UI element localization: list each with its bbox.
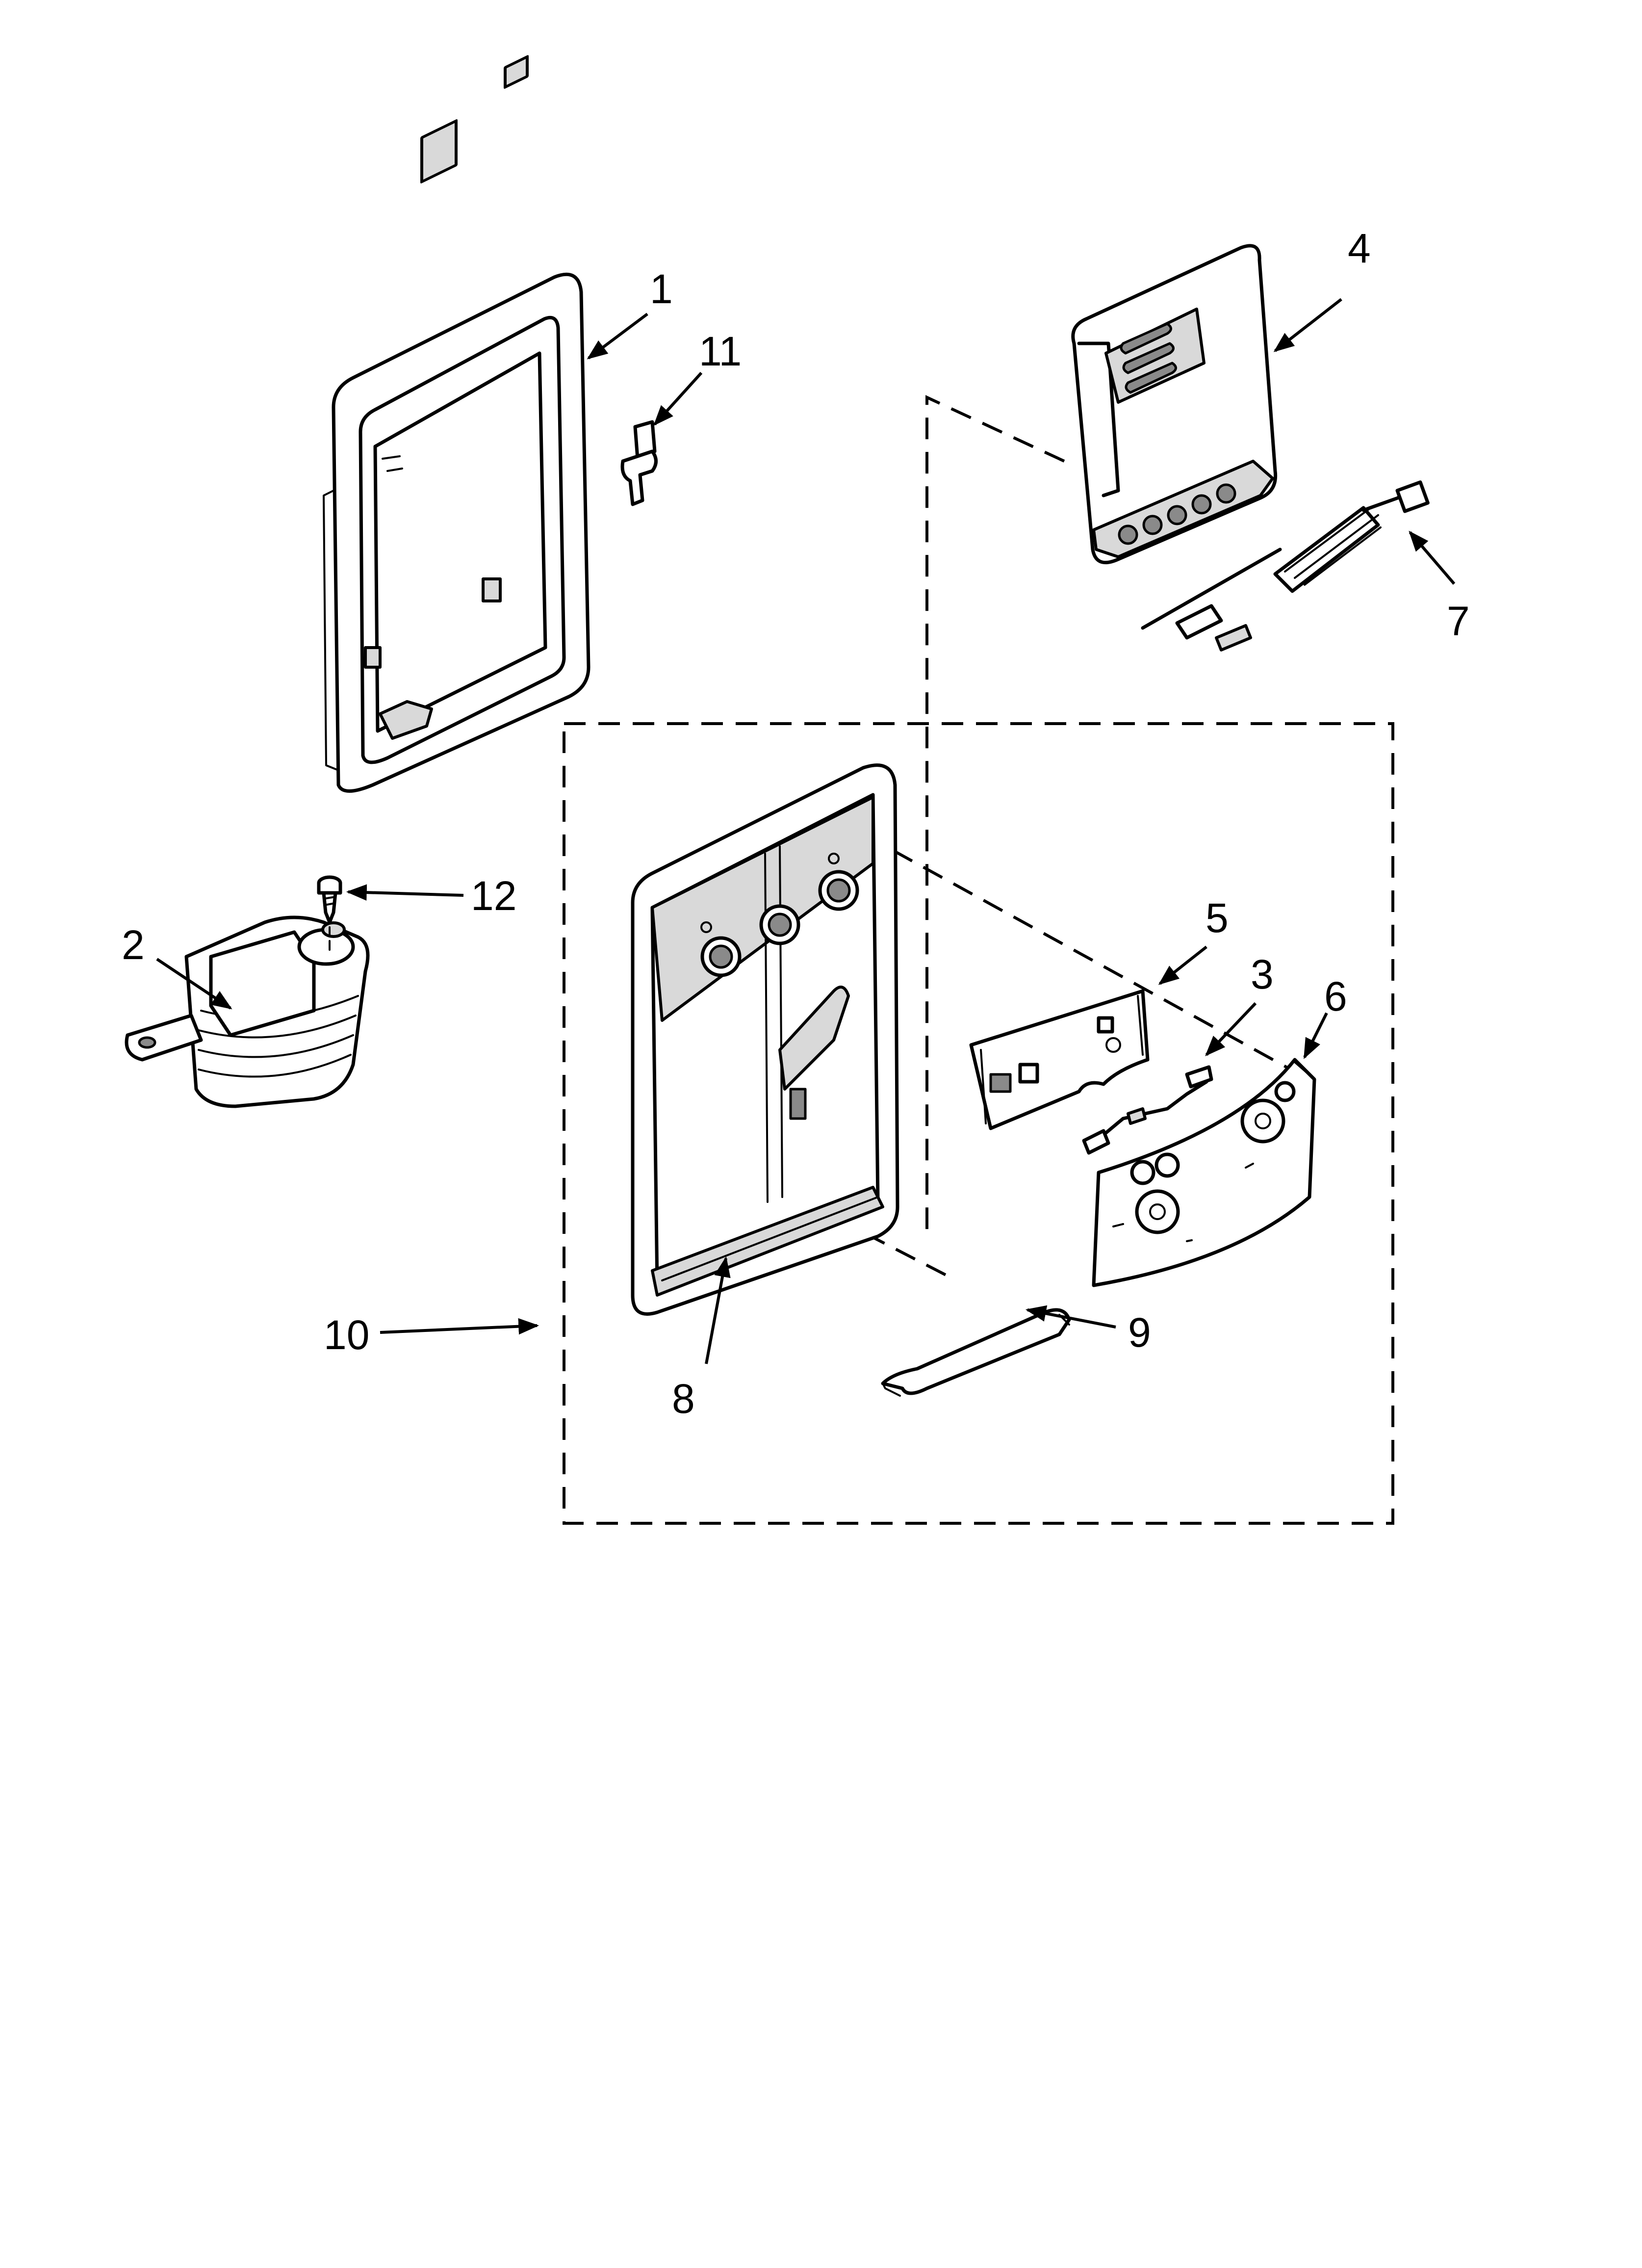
alignment-line-4 xyxy=(925,395,1065,1236)
callout-11: 11 xyxy=(699,328,742,374)
part-7-wire-harness xyxy=(1141,480,1430,652)
leader-lines xyxy=(156,298,1456,1364)
part-6-control-panel xyxy=(1092,1058,1316,1287)
part-4-dispenser-cover xyxy=(1071,244,1278,565)
callout-labels: 1 11 4 7 12 2 5 3 6 9 8 10 xyxy=(122,225,1470,1422)
callout-5: 5 xyxy=(1206,895,1229,941)
callout-7: 7 xyxy=(1447,598,1470,644)
callout-3: 3 xyxy=(1251,951,1274,997)
callout-1: 1 xyxy=(650,266,673,312)
part-10-assembly-outline xyxy=(563,722,1394,1525)
part-2-solenoid xyxy=(125,915,370,1108)
callout-8: 8 xyxy=(672,1376,695,1422)
callout-10: 10 xyxy=(324,1312,369,1358)
part-12-screw xyxy=(317,875,342,953)
callout-4: 4 xyxy=(1348,225,1371,271)
callout-2: 2 xyxy=(122,922,145,968)
part-1-dispenser-frame xyxy=(323,55,590,793)
part-9-paddle xyxy=(881,1308,1071,1397)
part-11-clip xyxy=(620,420,658,506)
part-3-switch-harness xyxy=(1082,1065,1213,1155)
part-5-control-board xyxy=(969,989,1150,1130)
part-8-dispenser-housing xyxy=(631,763,899,1316)
callout-9: 9 xyxy=(1128,1309,1151,1356)
alignment-line-9 xyxy=(803,1200,957,1282)
callout-12: 12 xyxy=(471,873,516,919)
callout-6: 6 xyxy=(1324,973,1347,1019)
